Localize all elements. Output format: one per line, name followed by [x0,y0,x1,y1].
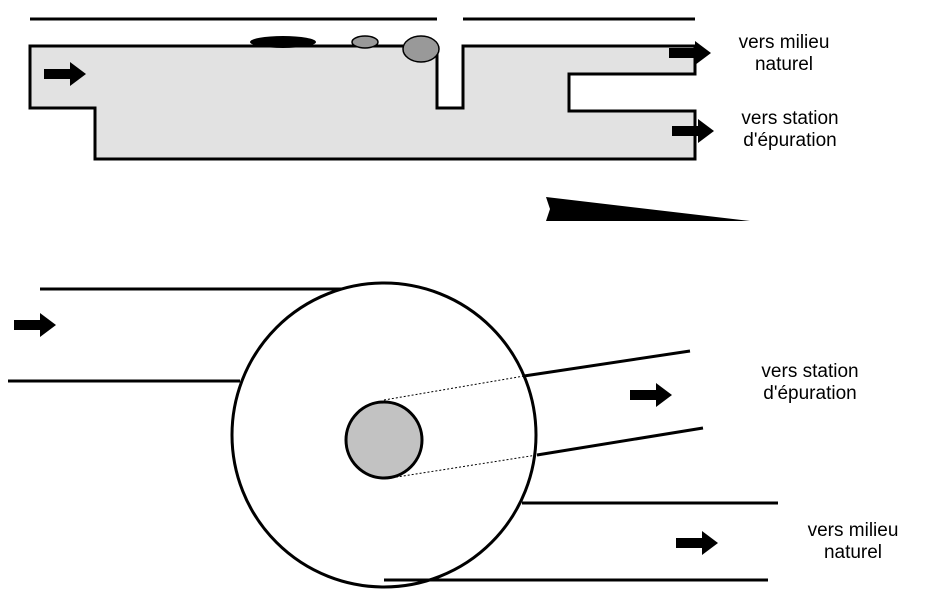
bottom-section [8,281,778,589]
label-line: d'épuration [763,383,857,404]
label-top-natural: vers milieu naturel [720,32,848,76]
label-line: d'épuration [743,130,837,151]
label-top-station: vers station d'épuration [720,108,860,152]
label-line: naturel [823,542,883,563]
label-line: vers station [761,361,859,382]
flow-arrow-icon [630,383,672,407]
label-bottom-station: vers station d'épuration [740,361,880,405]
core-tangent-bottom [383,454,538,480]
flow-arrow-icon [676,531,718,555]
station-outlet-wall-top [523,349,691,378]
flow-arrow-icon [672,119,714,143]
top-section [28,17,714,161]
particle-dark [250,36,316,48]
central-core [344,400,424,480]
flow-arrow-icon [44,62,86,86]
flow-arrow-icon [669,41,711,65]
channel-water [28,44,697,161]
label-bottom-natural: vers milieu naturel [783,520,923,564]
particle-small [351,35,379,49]
label-line: vers milieu [738,32,830,53]
particle-large [402,35,440,63]
slope-wedge-icon [546,197,750,221]
label-line: naturel [754,54,814,75]
label-line: vers station [741,108,839,129]
flow-arrow-icon [14,313,56,337]
label-line: vers milieu [807,520,899,541]
station-outlet-wall-bottom [536,426,704,457]
